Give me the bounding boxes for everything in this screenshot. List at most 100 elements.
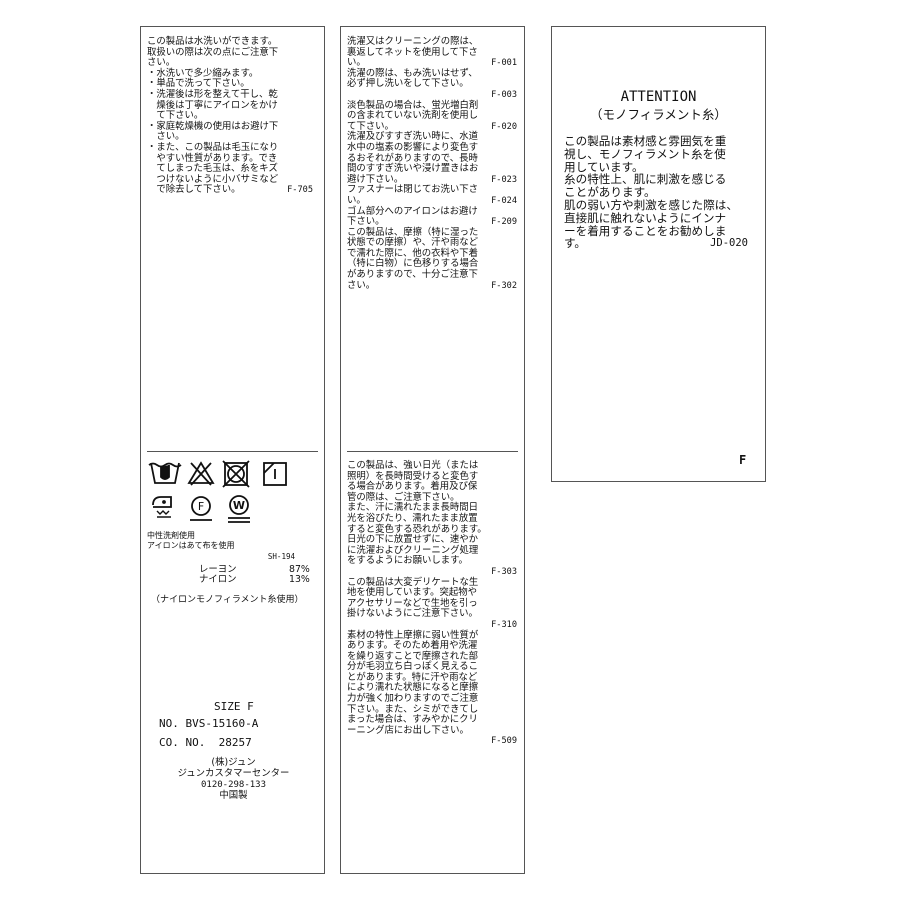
text-line: ・家庭乾燥機の使用はお避け下 <box>147 120 279 132</box>
text-line: に洗濯およびクリーニング処理 <box>347 544 479 556</box>
text-line: す。JD-020 <box>564 236 748 251</box>
phone-number: 0120-298-133 <box>200 780 267 790</box>
text-line: また、汗に濡れたまま長時間日 <box>347 502 478 514</box>
item-code: F-001 <box>491 58 517 69</box>
text-line: をするようにお願いします。 <box>347 555 468 567</box>
care-note-neutral-detergent: 中性洗剤使用 <box>147 531 195 540</box>
text-line: ーニング店にお出し下さい。 <box>347 724 469 736</box>
text-line: て下さい。 <box>147 110 204 122</box>
text-line: 水中の塩素の影響により変色す <box>347 141 479 153</box>
attention-text: この製品は素材感と雰囲気を重視し、モノフィラメント糸を使用しています。糸の特性上… <box>564 135 760 250</box>
customer-center: ジュンカスタマーセンター <box>177 768 290 779</box>
company-name: (株)ジュン <box>211 757 256 768</box>
percent-nylon: 13% <box>289 574 310 585</box>
text-line: 素材の特性上摩擦に弱い性質が <box>347 629 479 641</box>
text-line: さい。 <box>147 131 185 143</box>
attention-title: ATTENTION <box>620 89 697 105</box>
care-note-iron-cloth: アイロンはあて布を使用 <box>147 541 235 550</box>
item-code: F-310 <box>491 619 517 630</box>
text-line: 下さい。F-209 <box>347 216 517 228</box>
text-line: 燥後は丁寧にアイロンをかけ <box>147 99 278 111</box>
percent-rayon: 87% <box>289 564 310 575</box>
divider <box>347 451 518 452</box>
attention-subtitle: （モノフィラメント糸） <box>590 107 727 122</box>
text-line: 必ず押し洗いをして下さい。 <box>347 78 469 90</box>
material-rayon: レーヨン <box>199 564 237 575</box>
text-line: で除去して下さい。F-705 <box>147 184 313 196</box>
item-code: F-024 <box>491 195 517 206</box>
text-line: この製品は、強い日光（または <box>347 460 479 471</box>
svg-text:W: W <box>233 499 245 512</box>
text-line: るおそれがありますので、長時 <box>347 152 478 164</box>
text-line: ・単品で洗って下さい。 <box>147 78 250 90</box>
text-line: まった場合は、すみやかにクリ <box>347 714 478 726</box>
text-line: 力が強く加わりますのでご注意 <box>347 693 479 705</box>
divider <box>147 451 318 452</box>
text-line: ことがあります。 <box>564 185 656 200</box>
text-line: やすい性質があります。でき <box>147 152 278 164</box>
text-line: 視し、モノフィラメント糸を使 <box>564 146 726 161</box>
text-line: 肌の弱い方や刺激を感じた際は、 <box>564 197 738 212</box>
attention-label: ATTENTION （モノフィラメント糸） この製品は素材感と雰囲気を重視し、モ… <box>551 26 766 482</box>
care-instructions-text: この製品は水洗いができます。取扱いの際は次の点にご注意下さい。・水洗いで多少縮み… <box>147 36 317 196</box>
text-line: を繰り返すことで摩擦された部 <box>347 650 478 662</box>
item-code: F-509 <box>491 736 517 747</box>
text-line: とがあります。特に汗や雨など <box>347 671 478 683</box>
dry-clean-f-icon: F <box>190 496 212 521</box>
text-line: により濡れた状態になると摩擦 <box>347 682 479 694</box>
item-code: F-020 <box>491 121 517 132</box>
size: F <box>739 453 747 467</box>
text-line: る場合があります。着用及び保 <box>347 481 478 493</box>
item-code: F-302 <box>491 280 517 291</box>
text-line: ・また、この製品は毛玉になり <box>147 141 279 153</box>
text-line: 裏返してネットを使用して下さ <box>347 46 478 58</box>
text-line: ファスナーは閉じてお洗い下さ <box>347 184 478 196</box>
text-line: 地を使用しています。突起物や <box>347 587 478 599</box>
text-line: さい。 <box>147 57 176 69</box>
text-line: て下さい。F-020 <box>347 120 517 132</box>
text-line: この製品は、摩擦（特に湿った <box>347 226 479 238</box>
wet-clean-w-icon: W <box>228 495 250 523</box>
hand-wash-icon <box>148 462 182 484</box>
text-line: 糸の特性上、肌に刺激を感じる <box>564 172 727 187</box>
text-line: （特に白物）に色移りする場合 <box>347 258 479 270</box>
text-line: の含まれていない洗剤を使用し <box>347 110 478 122</box>
text-line: 光を浴びたり、濡れたまま放置 <box>347 512 478 524</box>
item-code: F-209 <box>491 217 517 228</box>
text-line: 照明）を長時間受けると変色す <box>347 470 479 482</box>
item-code: F-303 <box>491 566 517 577</box>
text-line: 下さい。また、シミができてし <box>347 703 479 715</box>
text-line: 避け下さい。F-023 <box>347 173 517 185</box>
text-line: すると変色する恐れがあります。 <box>347 523 487 535</box>
text-line: い。F-001 <box>347 57 517 69</box>
text-line: 掛けないようにご注意下さい。 <box>347 608 478 620</box>
text-line: 洗濯及びすすぎ洗い時に、水道 <box>347 131 478 143</box>
text-line: ーを着用することをお勧めしま <box>564 223 727 238</box>
item-code: F-023 <box>491 174 517 185</box>
size: SIZE F <box>214 700 254 713</box>
line-dry-shade-icon <box>263 462 287 486</box>
text-line: アクセサリーなどで生地を引っ <box>347 597 478 609</box>
text-line: ・洗濯後は形を整えて干し、乾 <box>147 88 278 100</box>
text-line: 洗濯又はクリーニングの際は、 <box>347 36 479 47</box>
text-line: ・水洗いで多少縮みます。 <box>147 67 259 79</box>
no-bleach-icon <box>187 461 215 486</box>
text-line: ゴム部分へのアイロンはお避け <box>347 205 478 217</box>
care-label-1: この製品は水洗いができます。取扱いの際は次の点にご注意下さい。・水洗いで多少縮み… <box>140 26 325 874</box>
text-line: 淡色製品の場合は、蛍光増白剤 <box>347 99 479 111</box>
text-line: あります。そのため着用や洗濯 <box>347 640 478 652</box>
text-line: 状態での摩擦）や、汗や雨など <box>347 237 478 249</box>
care-warnings-text: この製品は、強い日光（または照明）を長時間受けると変色する場合があります。着用及… <box>347 460 517 747</box>
text-line: 直接肌に触れないようにインナ <box>564 210 727 225</box>
country-of-origin: 中国製 <box>219 790 248 801</box>
text-line: 分が毛羽立ち白っぽく見えるこ <box>347 661 478 673</box>
text-line: 洗濯の際は、もみ洗いはせず、 <box>347 67 478 79</box>
text-line: で濡れた際に、他の衣料や下着 <box>347 247 478 259</box>
text-line: てしまった毛玉は、糸をキズ <box>147 163 278 175</box>
no-tumble-dry-icon <box>222 460 250 488</box>
company-number: CO. NO. 28257 <box>159 736 252 749</box>
text-line: 管の際は、ご注意下さい。 <box>347 491 460 503</box>
item-code: F-705 <box>287 185 313 196</box>
